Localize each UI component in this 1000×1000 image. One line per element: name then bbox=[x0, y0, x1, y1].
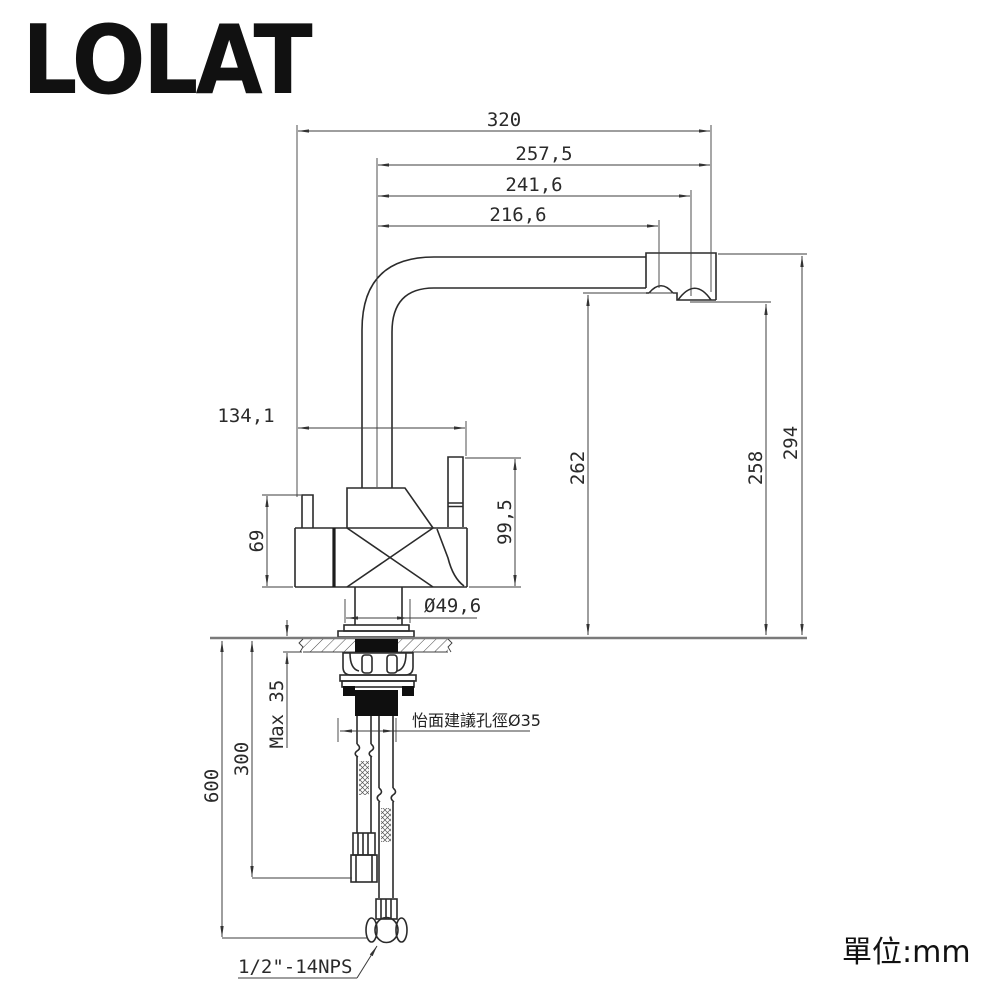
dim-reach-outer: 257,5 bbox=[515, 143, 572, 165]
dim-base-diameter: Ø49,6 bbox=[424, 595, 481, 617]
hose-end-fitting-left bbox=[350, 854, 378, 883]
dim-deck-thickness-max: Max 35 bbox=[266, 680, 288, 749]
hose-end-fitting-right bbox=[374, 916, 399, 944]
left-handle bbox=[301, 494, 314, 528]
dim-body-width: 134,1 bbox=[217, 405, 274, 427]
brand-logo: LOLAT bbox=[22, 6, 313, 116]
extension-lines bbox=[222, 125, 807, 939]
faucet-outline bbox=[294, 252, 717, 638]
mounting-nut bbox=[355, 690, 398, 716]
dim-right-handle-height: 99,5 bbox=[494, 499, 516, 545]
thread-spec-label: 1/2"-14NPS bbox=[238, 956, 352, 978]
dim-reach-outlet-left: 216,6 bbox=[489, 204, 546, 226]
right-handle bbox=[447, 456, 464, 527]
outlet-dome-right bbox=[677, 287, 712, 301]
dimension-labels: 320 257,5 241,6 216,6 134,1 69 99,5 Ø49,… bbox=[201, 109, 802, 978]
dim-height-overall: 294 bbox=[780, 426, 802, 460]
dimension-lines bbox=[220, 129, 804, 979]
dim-reach-outlet-right: 241,6 bbox=[505, 174, 562, 196]
faucet-shank bbox=[355, 639, 398, 652]
hole-recommendation-note: 怡面建議孔徑Ø35 bbox=[412, 711, 541, 730]
body-cross bbox=[346, 527, 434, 588]
dim-width-overall: 320 bbox=[487, 109, 521, 131]
dim-hose-a-length: 300 bbox=[231, 742, 253, 776]
supply-hoses bbox=[350, 716, 408, 944]
dim-spout-underside-height: 262 bbox=[567, 451, 589, 485]
dim-left-handle-height: 69 bbox=[246, 530, 268, 553]
dim-hose-b-length: 600 bbox=[201, 769, 223, 803]
units-label: 單位:mm bbox=[842, 935, 971, 970]
outlet-dome-left bbox=[648, 284, 674, 294]
dim-outlet-height: 258 bbox=[745, 451, 767, 485]
countertop bbox=[210, 636, 807, 653]
mounting-hardware bbox=[339, 652, 417, 716]
